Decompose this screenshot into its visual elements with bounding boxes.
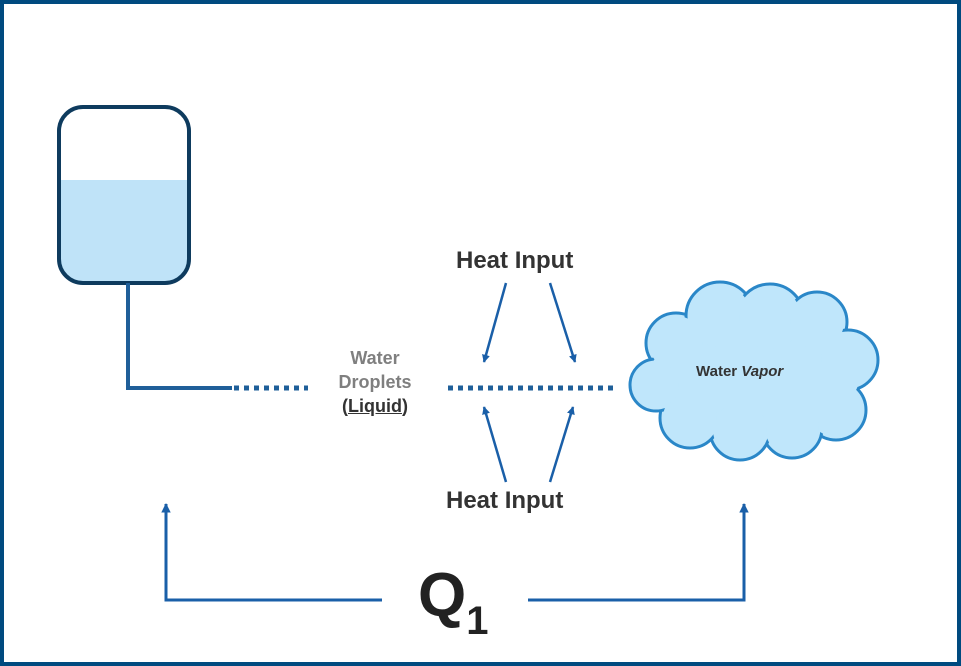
tank-water [59,180,189,283]
water-tank [57,105,191,285]
heat-arrow-bottom-left [482,406,508,483]
supply-pipe [126,283,232,390]
vapor-state: Vapor [741,363,784,380]
flow-q1-label: Q1 [418,560,488,644]
droplets-line1: Water [350,348,400,368]
heat-arrow-top-left [482,282,508,363]
paren-close: ) [401,396,408,416]
heat-arrow-bottom-right [548,406,575,483]
vapor-prefix: Water [696,363,738,380]
paren-open: ( [342,396,348,416]
heat-arrow-top-right [548,282,577,363]
vapor-cloud-fill [633,285,875,457]
heat-input-label-bottom: Heat Input [446,487,564,514]
tank-outline [57,105,191,285]
water-vapor-label: Water Vapor [696,363,783,380]
droplets-line2: Droplets [338,372,412,392]
flow-symbol: Q [418,561,467,630]
water-droplets-label: Water Droplets (Liquid) [320,346,430,418]
flow-subscript: 1 [466,599,489,643]
droplets-line3: (Liquid) [320,394,430,418]
flow-line-left [161,503,382,602]
flow-line-right [528,503,749,602]
liquid-state: Liquid [348,396,402,416]
heat-input-label-top: Heat Input [456,247,574,274]
